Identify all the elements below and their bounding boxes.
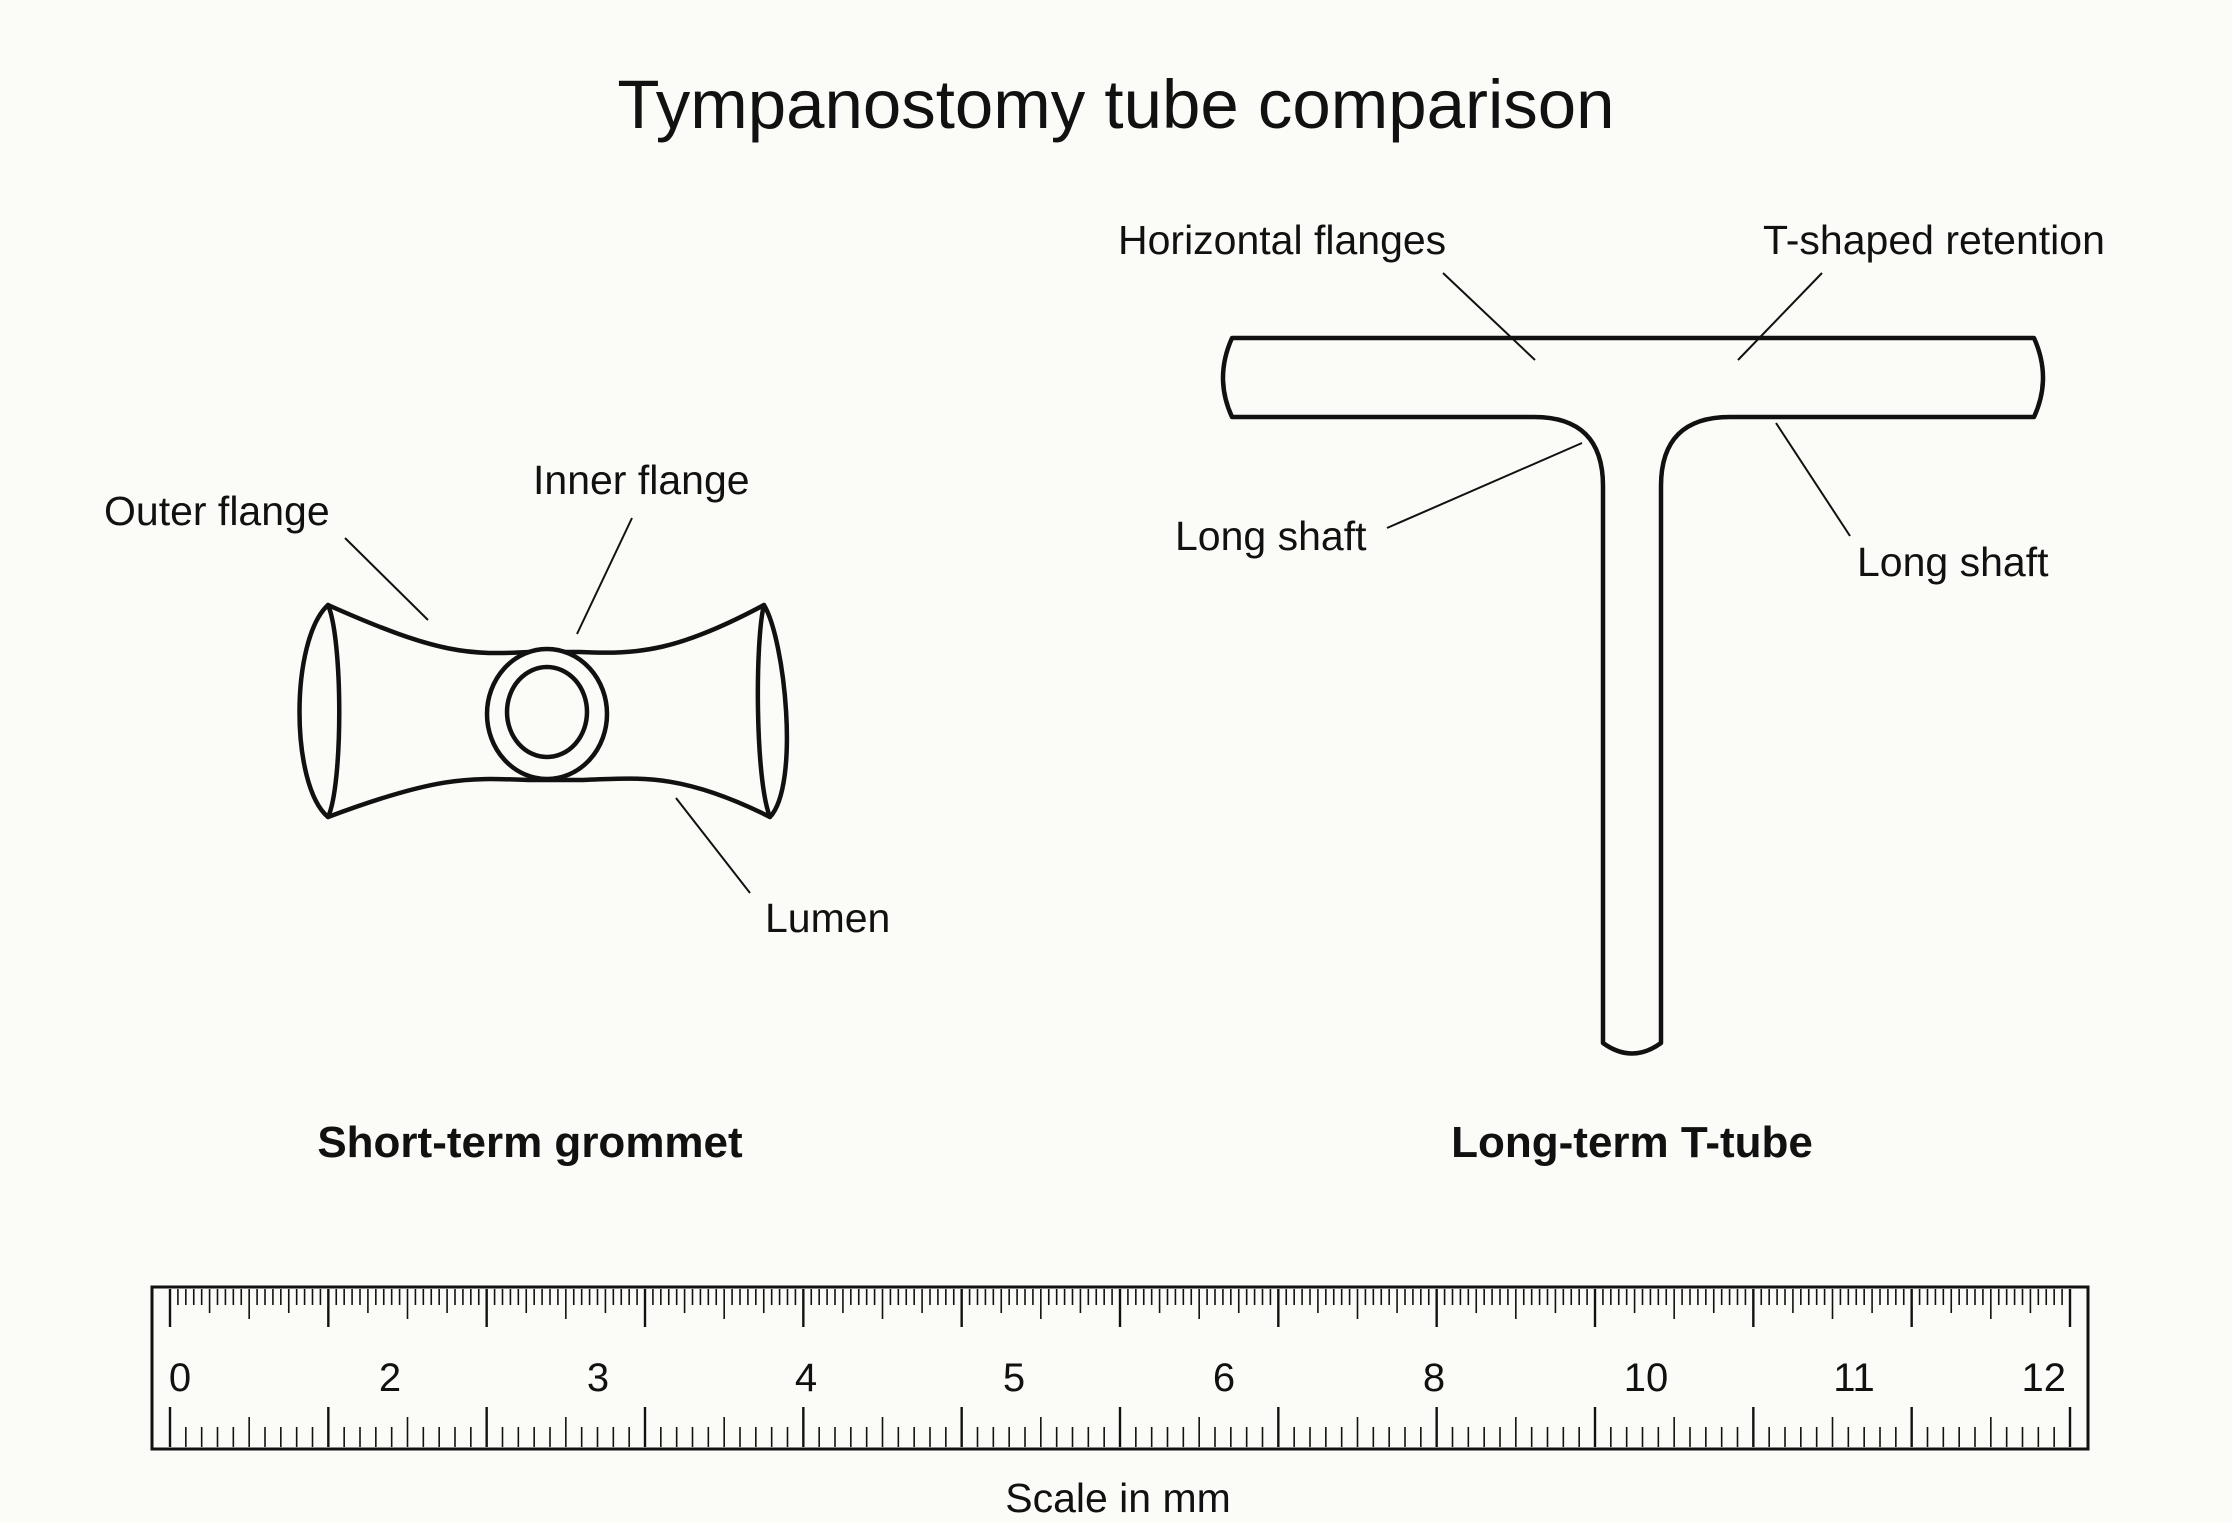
leader-inner-flange: [576, 517, 633, 635]
grommet-right-end-rim: [755, 602, 790, 820]
ruler-tick-label: 2: [379, 1356, 401, 1400]
label-t-shaped-retention: T-shaped retention: [1763, 217, 2105, 263]
diagram-title: Tympanostomy tube comparison: [617, 66, 1614, 143]
ruler-tick-label: 8: [1423, 1356, 1445, 1400]
ruler-tick-label: 10: [1624, 1356, 1669, 1400]
scale-ruler: 0 2 3 4 5 6 8 10 11 12: [150, 1285, 2090, 1451]
leader-outer-flange: [344, 537, 429, 621]
label-outer-flange: Outer flange: [104, 488, 330, 534]
ruler-tick-label: 3: [587, 1356, 609, 1400]
label-horizontal-flanges: Horizontal flanges: [1118, 217, 1446, 263]
ttube-figure: [1220, 335, 2046, 1056]
leader-lumen: [675, 797, 751, 894]
leader-horizontal-flanges: [1442, 272, 1536, 361]
ruler-tick-label: 0: [169, 1356, 191, 1400]
grommet-lumen-opening: [504, 664, 590, 760]
scale-caption: Scale in mm: [1005, 1475, 1231, 1521]
grommet-left-end-rim: [297, 602, 342, 820]
ruler-tick-label: 12: [2022, 1356, 2067, 1400]
caption-long-term-t-tube: Long-term T-tube: [1451, 1118, 1813, 1167]
label-long-shaft-right: Long shaft: [1857, 539, 2049, 585]
leader-long-shaft-left: [1386, 442, 1583, 529]
ruler-tick-label: 5: [1003, 1356, 1025, 1400]
caption-short-term-grommet: Short-term grommet: [317, 1118, 743, 1167]
leader-t-shaped-retention: [1737, 272, 1823, 361]
ruler-labels: 0 2 3 4 5 6 8 10 11 12: [169, 1356, 2066, 1400]
ruler-tick-label: 11: [1833, 1356, 1875, 1400]
label-inner-flange: Inner flange: [533, 457, 750, 503]
ruler-tick-label: 6: [1213, 1356, 1235, 1400]
leader-long-shaft-right: [1775, 422, 1851, 537]
ttube-outline: [1220, 335, 2046, 1056]
label-lumen: Lumen: [765, 895, 890, 941]
ruler-tick-label: 4: [795, 1356, 817, 1400]
grommet-figure: [297, 602, 790, 820]
label-long-shaft-left: Long shaft: [1175, 513, 1367, 559]
ruler-ticks: [168, 1289, 2072, 1447]
